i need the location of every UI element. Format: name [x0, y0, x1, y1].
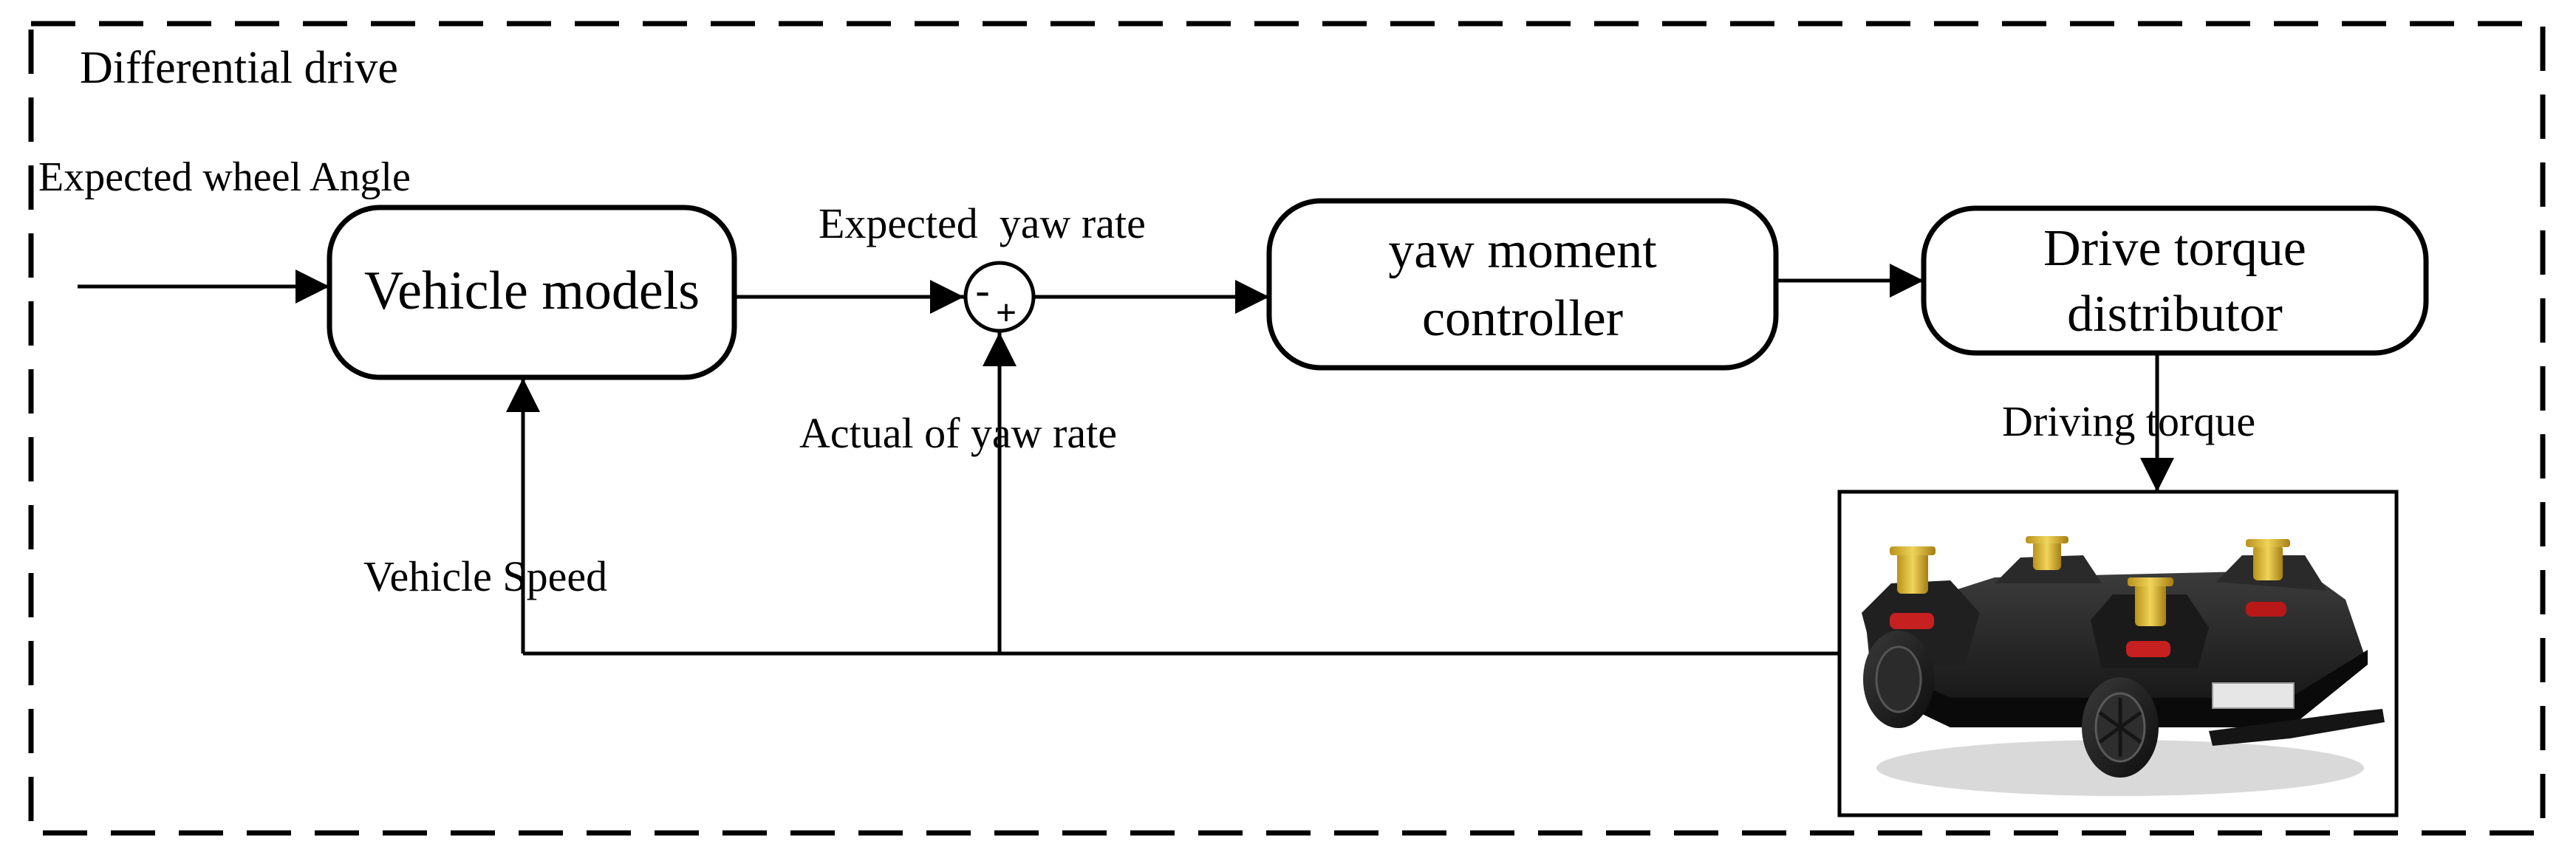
group-label: Differential drive: [80, 43, 398, 93]
yaw-controller-label-line2: controller: [1422, 290, 1623, 347]
input-signal-label: Expected wheel Angle: [38, 154, 411, 200]
vehicle-models-label: Vehicle models: [364, 261, 700, 321]
vehicle-chassis-image: [1837, 490, 2399, 817]
driving-torque-label: Driving torque: [2002, 397, 2255, 445]
drive-torque-distributor-block: Drive torque distributor: [1921, 205, 2429, 356]
vehicle-models-block: Vehicle models: [327, 205, 737, 380]
yaw-moment-controller-block: yaw moment controller: [1266, 198, 1779, 371]
torque-distributor-label-line2: distributor: [2067, 286, 2283, 343]
torque-distributor-label-line1: Drive torque: [2043, 220, 2306, 277]
yaw-controller-label-line1: yaw moment: [1388, 222, 1657, 279]
vehicle-speed-label: Vehicle Speed: [363, 552, 607, 600]
summing-junction: - +: [963, 261, 1036, 333]
minus-sign: -: [975, 266, 989, 314]
plus-sign: +: [996, 292, 1017, 333]
differential-drive-frame: [28, 21, 2546, 836]
expected-yaw-rate-label: Expected yaw rate: [819, 199, 1146, 247]
actual-yaw-rate-label: Actual of yaw rate: [799, 409, 1117, 457]
